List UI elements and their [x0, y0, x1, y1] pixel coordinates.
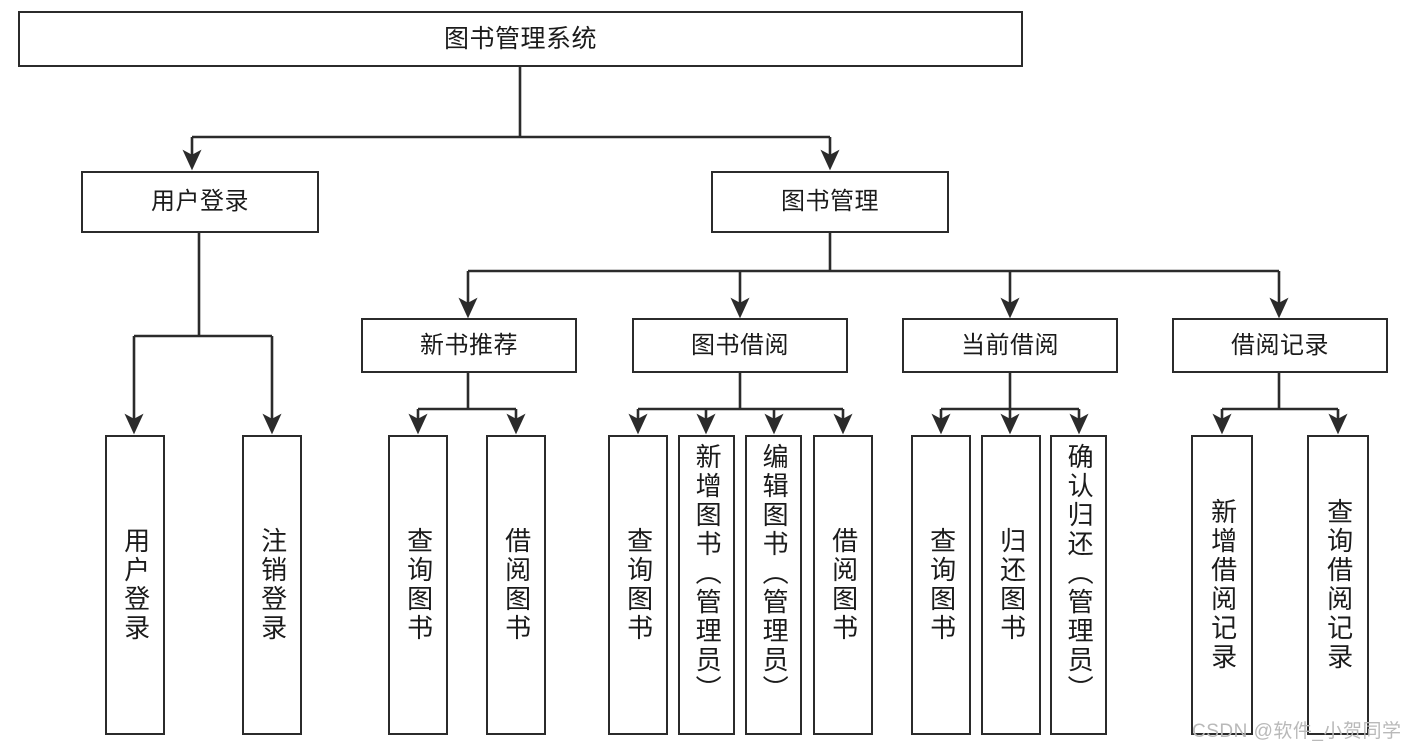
node-label: 新书推荐: [420, 331, 518, 359]
leaf-add-borrow-record[interactable]: 新增借阅记录: [1191, 435, 1253, 735]
node-label: 归还图书: [996, 527, 1027, 643]
node-label: 借阅图书: [501, 527, 532, 643]
node-label: 编辑图书（管理员）: [759, 443, 790, 704]
node-label: 用户登录: [151, 188, 249, 215]
leaf-query-book-current[interactable]: 查询图书: [911, 435, 971, 735]
node-label: 确认归还（管理员）: [1064, 443, 1095, 704]
node-current-borrow[interactable]: 当前借阅: [902, 318, 1118, 373]
leaf-borrow-book-recommend[interactable]: 借阅图书: [486, 435, 546, 735]
node-label: 借阅记录: [1231, 331, 1329, 359]
node-label: 新增图书（管理员）: [692, 443, 723, 704]
leaf-add-book-admin[interactable]: 新增图书（管理员）: [678, 435, 735, 735]
leaf-borrow-book[interactable]: 借阅图书: [813, 435, 873, 735]
node-label: 图书借阅: [691, 331, 789, 359]
node-label: 查询图书: [623, 527, 654, 643]
node-book-management[interactable]: 图书管理: [711, 171, 949, 233]
leaf-logout-login[interactable]: 注销登录: [242, 435, 302, 735]
leaf-edit-book-admin[interactable]: 编辑图书（管理员）: [745, 435, 802, 735]
node-label: 图书管理: [781, 188, 879, 215]
node-new-book-recommend[interactable]: 新书推荐: [361, 318, 577, 373]
node-label: 用户登录: [120, 527, 151, 643]
node-label: 新增借阅记录: [1207, 498, 1238, 672]
leaf-user-login[interactable]: 用户登录: [105, 435, 165, 735]
node-label: 查询借阅记录: [1323, 498, 1354, 672]
node-user-login[interactable]: 用户登录: [81, 171, 319, 233]
node-borrow-record[interactable]: 借阅记录: [1172, 318, 1388, 373]
csdn-watermark: CSDN @软件_小贺同学: [1192, 721, 1402, 742]
node-label: 查询图书: [403, 527, 434, 643]
node-label: 当前借阅: [961, 331, 1059, 359]
node-label: 图书管理系统: [443, 24, 597, 53]
leaf-confirm-return-admin[interactable]: 确认归还（管理员）: [1050, 435, 1107, 735]
node-label: 注销登录: [257, 527, 288, 643]
node-root-book-management-system[interactable]: 图书管理系统: [18, 11, 1023, 67]
node-label: 查询图书: [926, 527, 957, 643]
leaf-return-book[interactable]: 归还图书: [981, 435, 1041, 735]
leaf-query-book-recommend[interactable]: 查询图书: [388, 435, 448, 735]
leaf-query-book-borrow[interactable]: 查询图书: [608, 435, 668, 735]
leaf-query-borrow-record[interactable]: 查询借阅记录: [1307, 435, 1369, 735]
node-label: 借阅图书: [828, 527, 859, 643]
node-book-borrow[interactable]: 图书借阅: [632, 318, 848, 373]
